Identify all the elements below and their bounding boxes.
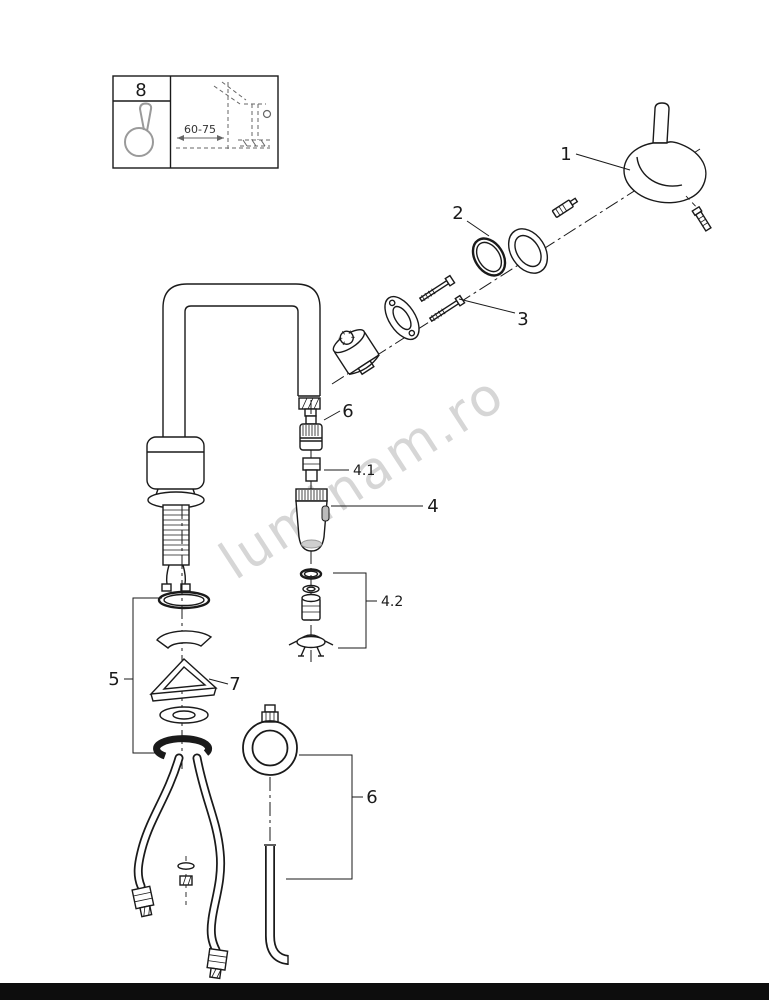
faucet-body bbox=[146, 283, 321, 772]
inset-installation-sketch: 60-75 bbox=[176, 81, 272, 150]
inset-dimension: 60-75 bbox=[184, 123, 216, 136]
spray-column: 6 4.1 4 bbox=[288, 400, 439, 662]
clamp-half bbox=[156, 630, 213, 649]
spray-toggle-button bbox=[321, 505, 330, 522]
cartridge bbox=[332, 328, 380, 376]
escutcheon-assembly: 3 bbox=[332, 274, 529, 376]
callout-part4-2: 4.2 bbox=[381, 594, 403, 610]
supply-hoses bbox=[131, 753, 229, 980]
mounting-kit: 7 5 bbox=[108, 590, 241, 760]
horseshoe-ring bbox=[153, 735, 213, 760]
hose-connector-nut bbox=[206, 947, 229, 980]
fixing-screw bbox=[418, 274, 456, 303]
callout-part4-1: 4.1 bbox=[353, 463, 375, 479]
callout-part1: 1 bbox=[560, 144, 571, 165]
ring-and-sleeve: 2 bbox=[452, 203, 549, 277]
callout-part2: 2 bbox=[452, 203, 463, 224]
callout-part4: 4 bbox=[427, 496, 438, 517]
inset-detail-box: 8 60-75 bbox=[112, 75, 279, 169]
hose-connector-nut bbox=[131, 885, 155, 918]
mounting-wedge bbox=[149, 658, 218, 702]
handle-assembly: 1 bbox=[551, 102, 712, 232]
fixing-screw bbox=[428, 294, 466, 323]
footer-bar bbox=[0, 983, 769, 1000]
handle-set-screw bbox=[691, 205, 712, 232]
callout-part7: 7 bbox=[229, 674, 240, 695]
pullout-hose: 6 bbox=[242, 704, 378, 965]
flange-ring bbox=[384, 295, 420, 341]
callout-part3: 3 bbox=[517, 309, 528, 330]
hose-connector bbox=[299, 415, 323, 451]
lever-handle-icon bbox=[124, 102, 154, 157]
spray-head bbox=[295, 488, 330, 552]
inset-part-number: 8 bbox=[135, 80, 146, 101]
check-valve-stack bbox=[288, 568, 334, 657]
mousseur-insert bbox=[302, 457, 321, 482]
callout-part6-lower: 6 bbox=[366, 787, 377, 808]
callout-part6-upper: 6 bbox=[342, 401, 353, 422]
callout-part5: 5 bbox=[108, 669, 119, 690]
handle-screw bbox=[551, 197, 579, 218]
